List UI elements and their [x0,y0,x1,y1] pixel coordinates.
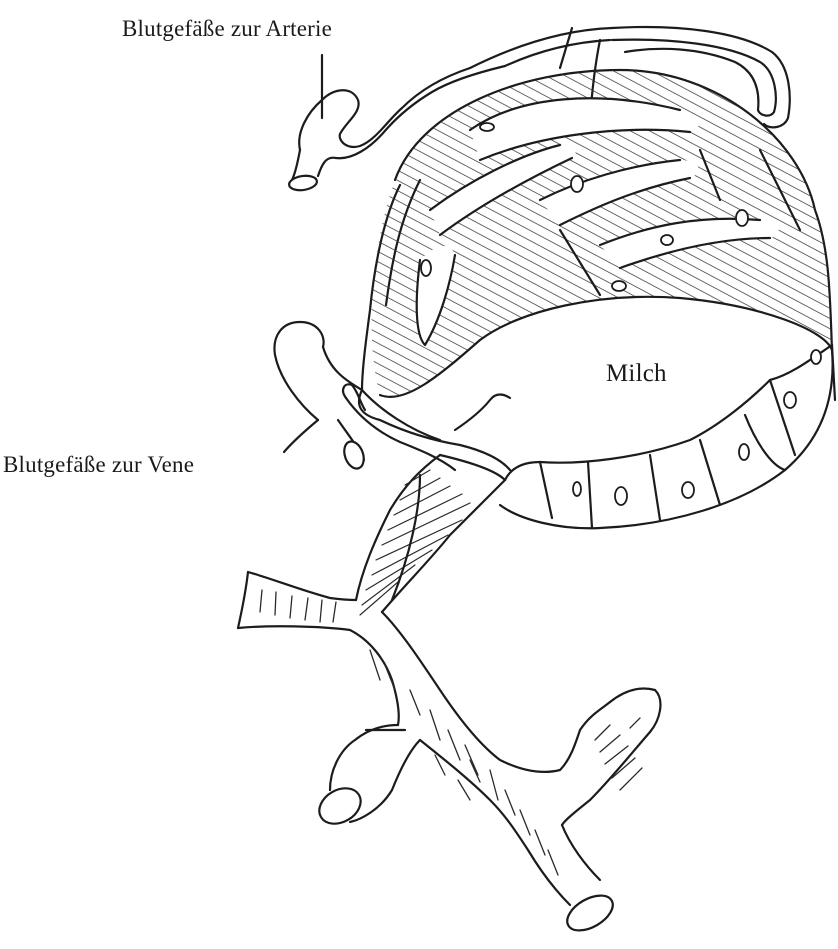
milk-duct [356,455,505,615]
milk-label: Milch [606,360,667,388]
epithelial-cells [500,345,835,528]
alveolus-wall [360,60,838,410]
lactiferous-duct [238,572,660,938]
artery-label: Blutgefäße zur Arterie [122,16,332,42]
vein-label: Blutgefäße zur Vene [3,452,194,478]
